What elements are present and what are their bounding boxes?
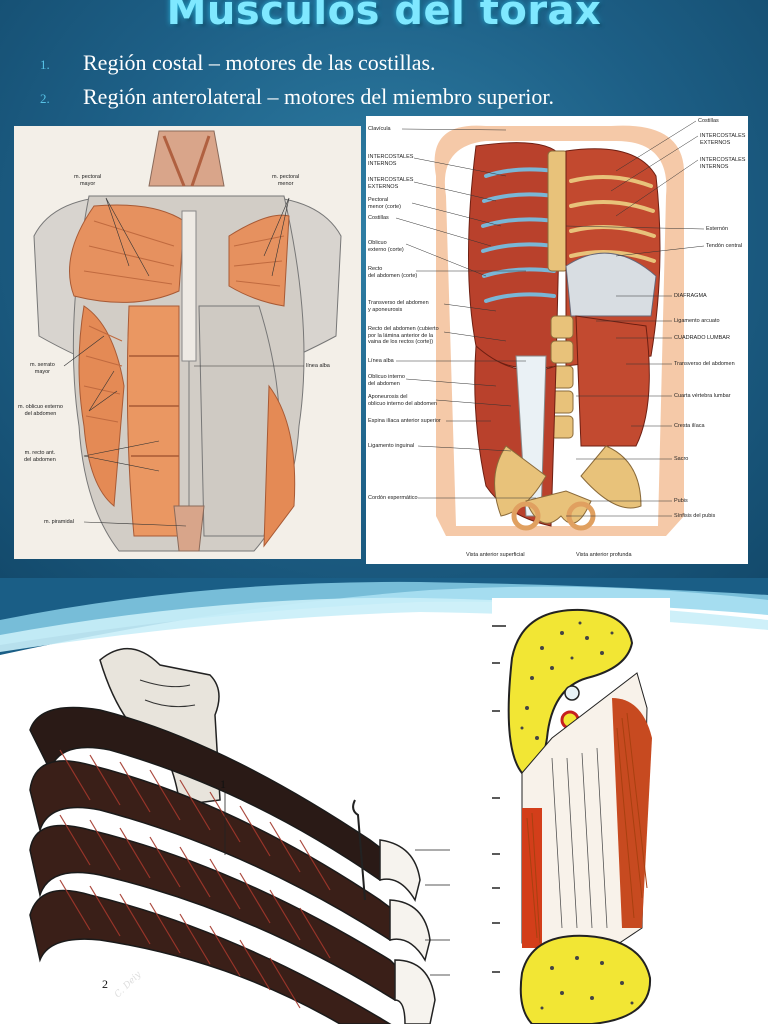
label-cuarta-vertebra: Cuarta vértebra lumbar bbox=[674, 393, 731, 399]
label-piramidal: m. piramidal bbox=[44, 519, 74, 525]
label-tendon-central: Tendón central bbox=[706, 243, 743, 249]
slide-title: Músculos del tórax bbox=[166, 0, 602, 34]
label-sinfisis-pubis: Sínfisis del pubis bbox=[674, 513, 716, 519]
label-esternon: Esternón bbox=[706, 226, 729, 232]
list-text: Región costal – motores de las costillas… bbox=[83, 50, 436, 75]
label-recto-anterior: m. recto ant.del abdomen bbox=[24, 450, 56, 463]
rib-label-1: 1 bbox=[220, 777, 226, 791]
trunk-drawing bbox=[395, 120, 705, 537]
list-number: 1. bbox=[40, 57, 50, 72]
label-cresta-iliaca: Cresta ilíaca bbox=[674, 423, 705, 429]
list-text: Región anterolateral – motores del miemb… bbox=[83, 84, 555, 109]
label-sacro: Sacro bbox=[674, 456, 689, 462]
caption-superficial: Vista anterior superficial bbox=[466, 552, 525, 558]
label-cuadrado-lumbar: CUADRADO LUMBAR bbox=[674, 335, 730, 341]
label-clavicula: Clavícula bbox=[368, 126, 391, 132]
label-linea-alba: línea alba bbox=[306, 363, 330, 369]
label-linea-alba-right: Línea alba bbox=[368, 358, 394, 364]
label-cordon-espermatico: Cordón espermático bbox=[368, 495, 418, 501]
label-costillas-right: Costillas bbox=[698, 118, 719, 124]
caption-profunda: Vista anterior profunda bbox=[576, 552, 632, 558]
rib-label-2: 2 bbox=[102, 977, 108, 991]
label-espina-iliaca: Espina ilíaca anterior superior bbox=[368, 418, 441, 424]
label-pubis: Pubis bbox=[674, 498, 688, 504]
list-number: 2. bbox=[40, 91, 50, 106]
artist-signature: C. Deiy bbox=[113, 969, 144, 1000]
slide-top: Músculos del tórax 1. Región costal – mo… bbox=[0, 0, 768, 578]
label-ligamento-inguinal: Ligamento inguinal bbox=[368, 443, 415, 449]
torso-drawing bbox=[33, 130, 342, 552]
label-costillas-left: Costillas bbox=[368, 215, 389, 221]
ribcage-drawing: 1 2 C. Deiy bbox=[29, 647, 450, 1025]
ribcage-intercostal-illustration: 1 2 C. Deiy bbox=[20, 640, 465, 1025]
label-transverso-abdomen-right: Transverso del abdomen bbox=[674, 361, 735, 367]
label-diafragma: DIAFRAGMA bbox=[674, 293, 707, 299]
label-ligamento-arcuato: Ligamento arcuato bbox=[674, 318, 720, 324]
intercostal-section-illustration bbox=[492, 598, 670, 1025]
section-drawing bbox=[492, 608, 652, 1025]
